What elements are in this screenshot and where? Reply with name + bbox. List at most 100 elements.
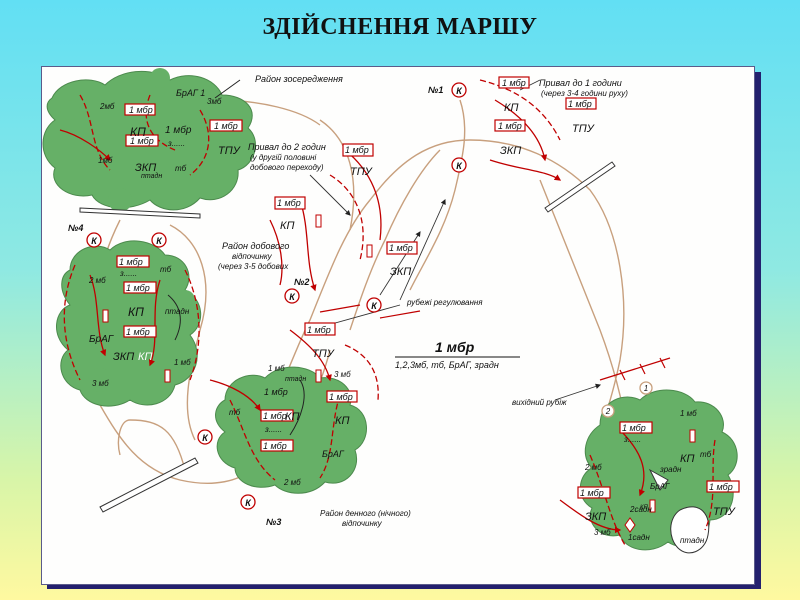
day-rest-label: Район денного (нічного) xyxy=(320,509,411,518)
unit-1mbr: 1 мбр xyxy=(126,283,150,293)
unit-3mb: 3 мб xyxy=(594,528,611,537)
label-kp: КП xyxy=(128,305,144,319)
label-zkp: ЗКП xyxy=(500,145,521,157)
label-tpu: ТПУ xyxy=(572,123,595,135)
control-no4: №4 xyxy=(68,223,83,233)
unit-1mb: 1 мб xyxy=(268,364,285,373)
unit-3mb: 3 мб xyxy=(92,379,109,388)
halt-1h-note: (через 3-4 години руху) xyxy=(541,89,628,98)
daily-rest-note: відпочинку xyxy=(232,252,273,261)
unit-1mbr: 1 мбр xyxy=(622,423,646,433)
label-kp: КП xyxy=(138,351,152,363)
control-post-k: К xyxy=(285,289,299,303)
unit-1mbr: 1 мбр xyxy=(502,78,526,88)
label-tpu: ТПУ xyxy=(713,506,736,518)
legend-composition: 1,2,3мб, тб, БрАГ, зрадн xyxy=(395,360,499,370)
unit-1mbr: 1 мбр xyxy=(568,99,592,109)
halt-2h-note: (у другій половині xyxy=(250,153,317,162)
svg-text:1: 1 xyxy=(644,384,648,393)
unit-ptadn: птадн xyxy=(165,307,190,316)
unit-1mbr: 1 мбр xyxy=(129,105,153,115)
unit-brag: БрАГ xyxy=(322,449,345,459)
control-post-k: К xyxy=(152,233,166,247)
unit-1mbr: 1 мбр xyxy=(264,387,288,397)
halt-2h-note: добового переходу) xyxy=(250,163,324,172)
label-kp: КП xyxy=(504,102,518,114)
label-zkp: ЗКП xyxy=(113,351,134,363)
march-diagram: К К К К К К К К 1 2 xyxy=(41,66,753,583)
column-marker-2: 2 xyxy=(602,405,614,417)
unit-1mbr: 1 мбр xyxy=(498,121,522,131)
unit-ptadn: птадн xyxy=(680,536,705,545)
unit-1mbr: 1 мбр xyxy=(709,482,733,492)
concentration-area-label: Район зосередження xyxy=(255,74,343,84)
column-marker-1: 1 xyxy=(640,382,652,394)
unit-1mbr: 1 мбр xyxy=(165,124,192,136)
label-tpu: ТПУ xyxy=(350,166,373,178)
unit-1mbr: 1 мбр xyxy=(126,327,150,337)
label-tpu: ТПУ xyxy=(312,348,335,360)
label-kp: КП xyxy=(280,220,294,232)
unit-1mbr: 1 мбр xyxy=(580,488,604,498)
unit-brag1: БрАГ 1 xyxy=(176,88,205,98)
label-kp: КП xyxy=(335,415,349,427)
unit-1mbr: 1 мбр xyxy=(119,257,143,267)
road-band-top xyxy=(80,208,200,218)
unit-1mbr: 1 мбр xyxy=(263,441,287,451)
svg-text:2: 2 xyxy=(605,407,611,416)
day-rest-note: відпочинку xyxy=(342,519,383,528)
unit-1mbr: 1 мбр xyxy=(345,145,369,155)
unit-ptadn: птадн xyxy=(141,172,162,180)
unit-1mb: 1 мб xyxy=(174,358,191,367)
unit-brag: БрАГ xyxy=(89,334,115,345)
unit-1mbr: 1 мбр xyxy=(307,325,331,335)
daily-rest-note: (через 3-5 добових xyxy=(218,262,289,271)
label-kp: КП xyxy=(130,125,146,139)
halt-2h-label: Привал до 2 годин xyxy=(248,142,326,152)
unit-2mb: 2 мб xyxy=(283,478,301,487)
unit-1mb: 1 мб xyxy=(680,409,697,418)
start-line-label: вихідний рубіж xyxy=(512,398,567,407)
page-title: ЗДІЙСНЕННЯ МАРШУ xyxy=(0,14,800,41)
unit-brag: БрАГ xyxy=(650,482,670,491)
label-zkp: ЗКП xyxy=(585,511,606,523)
label-zkp: ЗКП xyxy=(390,266,411,278)
control-post-k: К xyxy=(452,83,466,97)
unit-1mb: 1мб xyxy=(98,156,113,165)
label-tpu: ТПУ xyxy=(218,145,241,157)
unit-tb: тб xyxy=(700,450,712,459)
unit-1sadn: 1садн xyxy=(628,533,650,542)
day-rest-area xyxy=(210,367,366,493)
unit-tb: тб xyxy=(229,408,241,417)
control-post-k: К xyxy=(241,495,255,509)
control-post-k: К xyxy=(367,298,381,312)
unit-3mb: 3 мб xyxy=(334,370,351,379)
unit-2mb: 2 мб xyxy=(584,463,602,472)
halt-1h-label: Привал до 1 години xyxy=(539,78,622,88)
unit-2mb: 2мб xyxy=(99,102,115,111)
control-no1: №1 xyxy=(428,85,443,95)
label-kp: КП xyxy=(285,411,299,423)
unit-tb: тб xyxy=(175,164,187,173)
unit-3mb: 3мб xyxy=(207,97,222,106)
control-post-k: К xyxy=(87,233,101,247)
daily-rest-label: Район добового xyxy=(222,241,289,251)
regulation-lines-label: рубежі регулювання xyxy=(406,298,483,307)
unit-2mb: 2 мб xyxy=(88,276,106,285)
control-post-k: К xyxy=(452,158,466,172)
unit-1mbr: 1 мбр xyxy=(389,243,413,253)
control-no3: №3 xyxy=(266,517,281,527)
unit-ptadn: птадн xyxy=(285,375,306,383)
unit-2sadn: 2садн xyxy=(629,505,652,514)
unit-1mbr: 1 мбр xyxy=(263,411,287,421)
control-no2: №2 xyxy=(294,277,309,287)
control-post-k: К xyxy=(198,430,212,444)
label-z: з...... xyxy=(264,425,282,434)
legend-title: 1 мбр xyxy=(435,339,475,355)
unit-1mbr: 1 мбр xyxy=(214,121,238,131)
label-z: з...... xyxy=(167,139,185,148)
label-z: з...... xyxy=(119,269,137,278)
label-z: з...... xyxy=(623,435,641,444)
unit-1mbr: 1 мбр xyxy=(277,198,301,208)
unit-zradn: зрадн xyxy=(659,465,682,474)
